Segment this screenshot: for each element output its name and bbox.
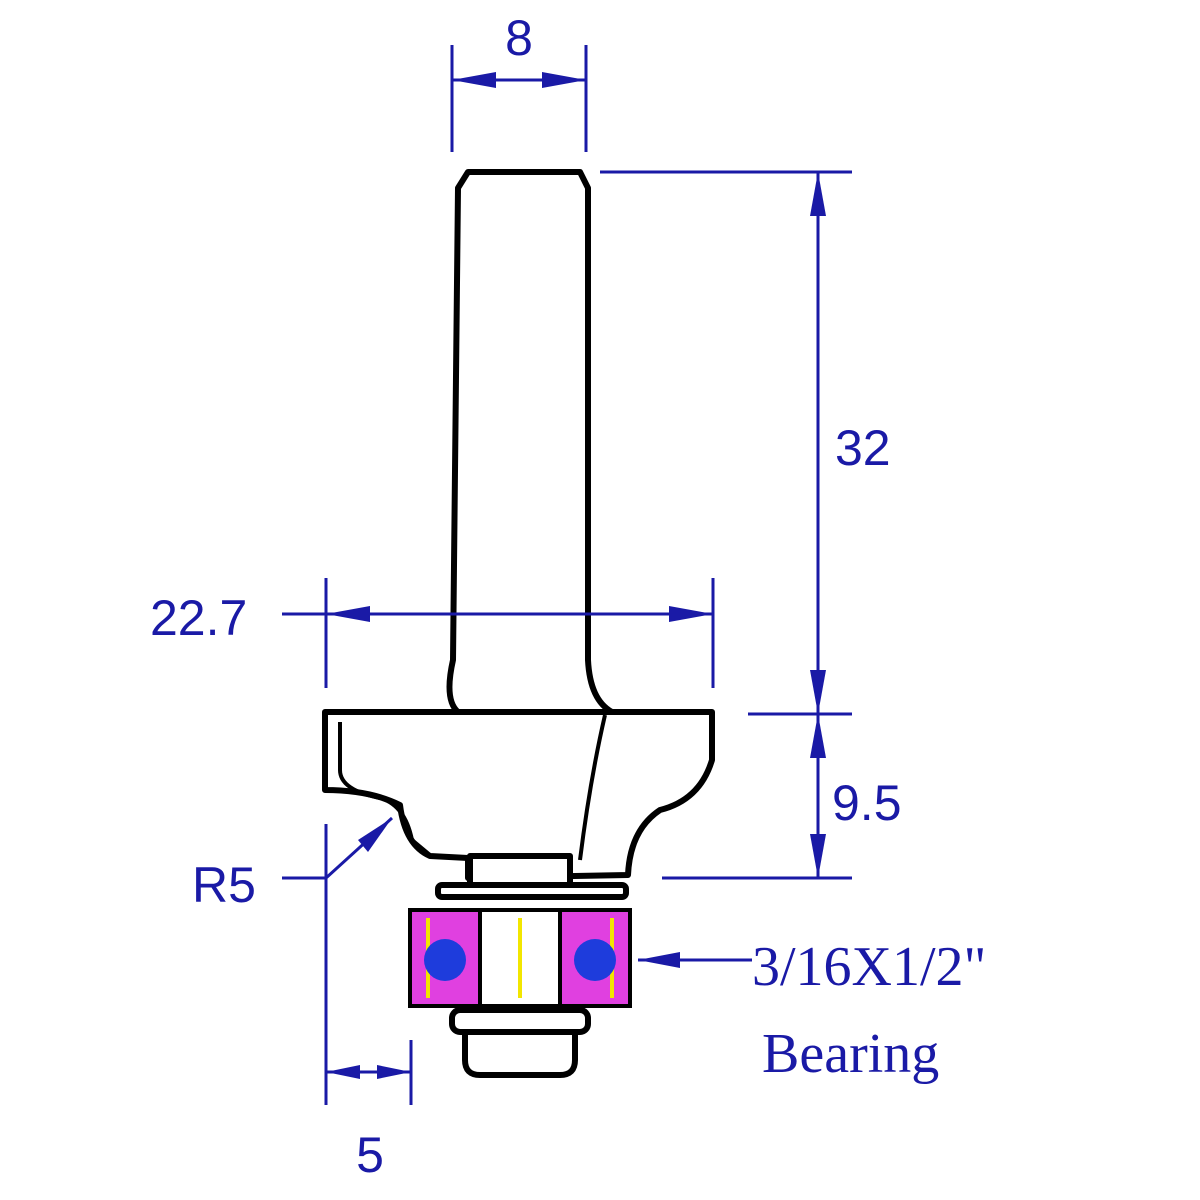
dim-offset-label: 5 xyxy=(356,1127,384,1183)
dim-shank-diameter-label: 8 xyxy=(505,10,533,66)
bearing-callout: 3/16X1/2" Bearing xyxy=(638,936,986,1085)
dim-cutting-height: 9.5 xyxy=(662,714,902,880)
dim-cutting-height-label: 9.5 xyxy=(832,775,902,831)
cutter-profile-line xyxy=(338,722,432,857)
bearing xyxy=(408,908,632,1078)
shank xyxy=(446,169,615,715)
dim-radius-label: R5 xyxy=(192,857,256,913)
dim-cutting-diameter: 22.7 xyxy=(150,578,715,688)
dim-shank-diameter: 8 xyxy=(450,10,588,152)
bearing-ball-right xyxy=(574,939,616,981)
dim-radius: R5 xyxy=(192,816,394,913)
bearing-label: Bearing xyxy=(762,1023,939,1085)
washer xyxy=(435,882,629,900)
dim-shank-length: 32 xyxy=(600,170,891,716)
router-bit xyxy=(322,169,715,900)
dim-cutting-diameter-label: 22.7 xyxy=(150,590,247,646)
dim-shank-length-label: 32 xyxy=(835,420,891,476)
bearing-screw xyxy=(462,1029,578,1078)
bearing-nut xyxy=(449,1007,591,1035)
cutter-flute-line xyxy=(578,714,607,861)
bearing-size-label: 3/16X1/2" xyxy=(752,936,986,998)
dim-offset: 5 xyxy=(324,824,413,1183)
bearing-ball-left xyxy=(424,939,466,981)
